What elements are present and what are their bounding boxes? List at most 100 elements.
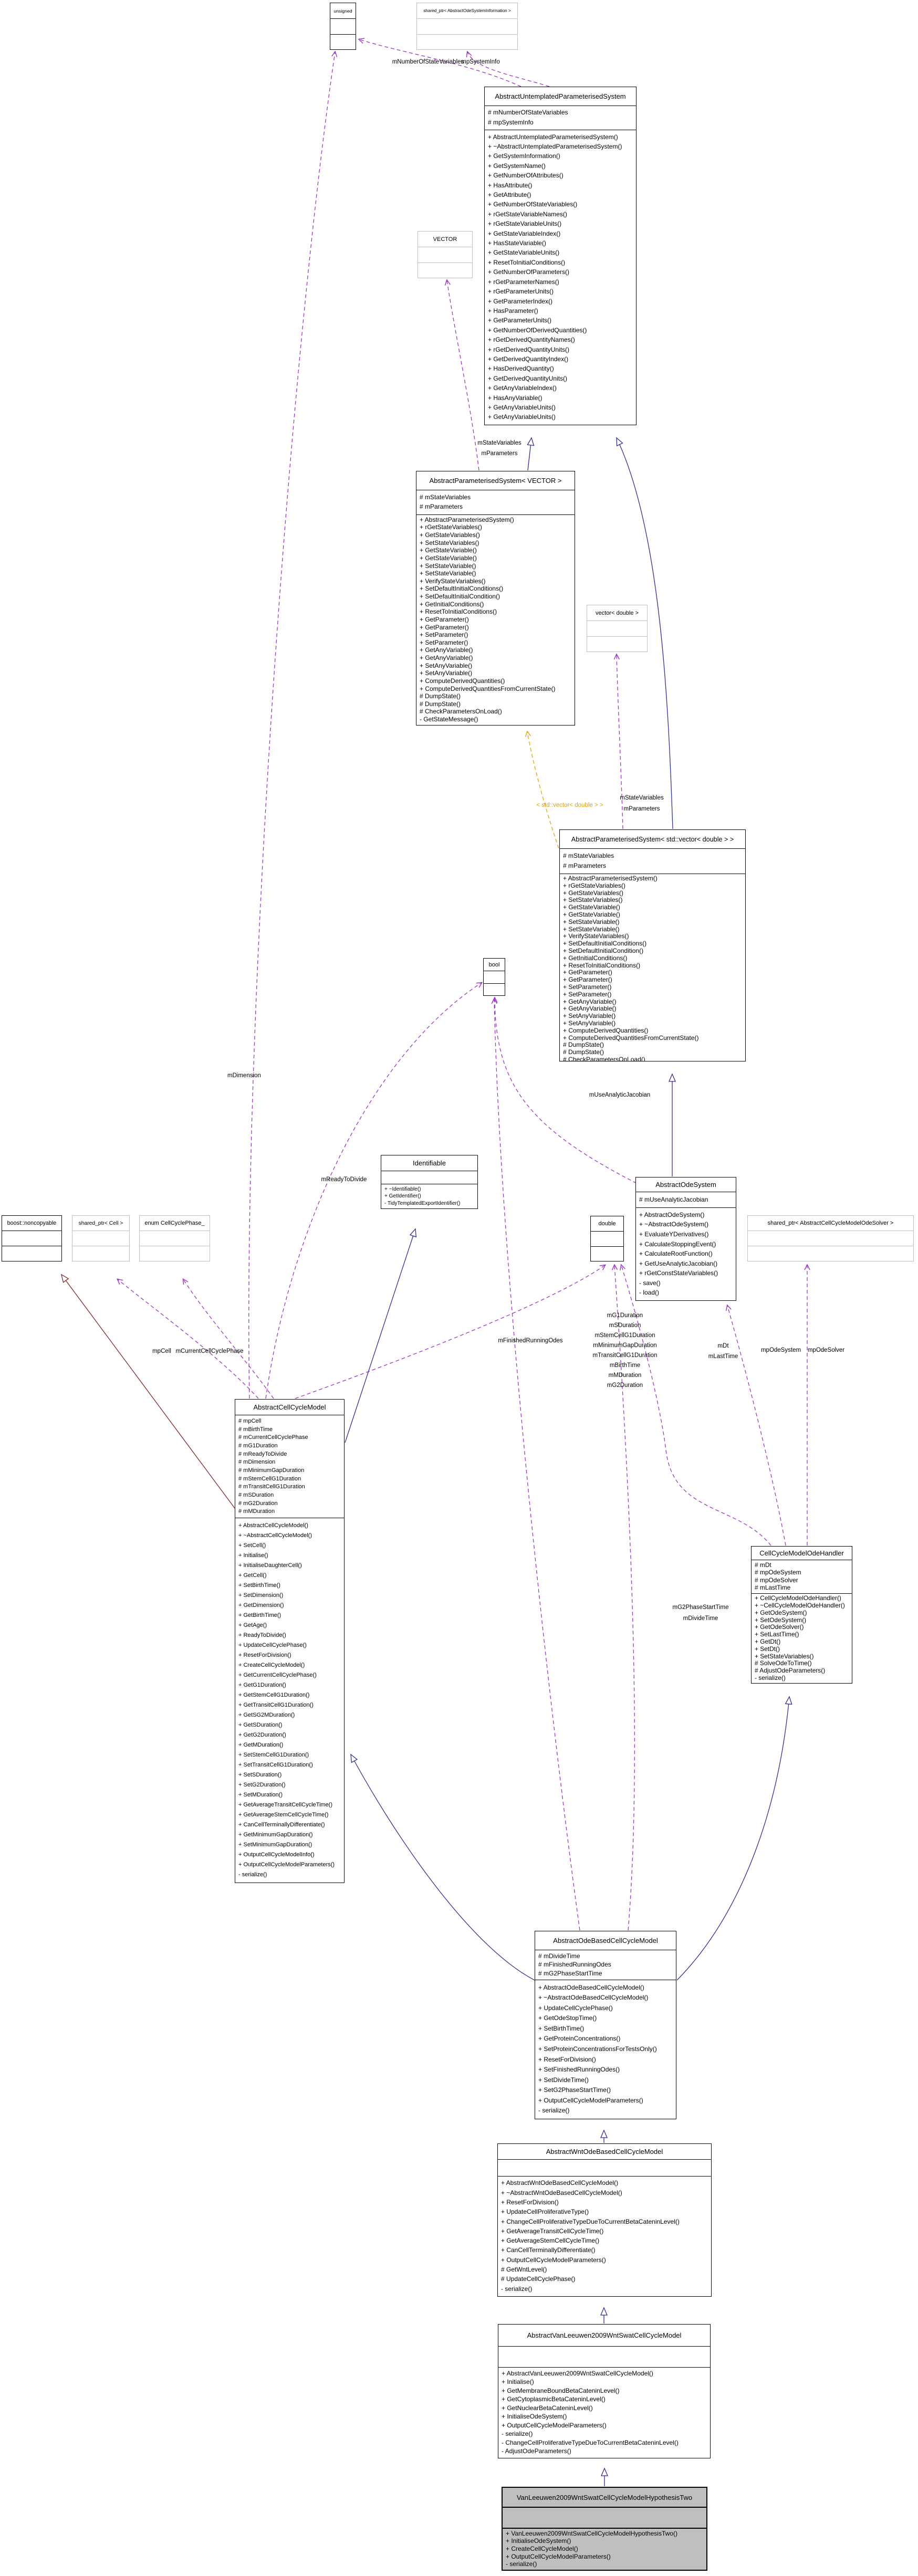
- method-row: + HasAnyVariable(): [488, 394, 543, 402]
- method-row: + GetNumberOfAttributes(): [488, 172, 564, 180]
- attribute-row: # mpOdeSolver: [755, 1576, 798, 1584]
- method-row: + GetStateVariable(): [563, 910, 620, 918]
- method-row: + OutputCellCycleModelParameters(): [502, 2421, 607, 2429]
- class-attributes: [503, 2508, 706, 2529]
- attribute-row: # mCurrentCellCyclePhase: [238, 1434, 308, 1441]
- edge-label: mpOdeSystem: [760, 1347, 801, 1353]
- method-row: + OutputCellCycleModelInfo(): [238, 1851, 315, 1858]
- class-box-ccmoh[interactable]: CellCycleModelOdeHandler# mDt# mpOdeSyst…: [751, 1546, 852, 1684]
- method-row: + GetCytoplasmicBetaCateninLevel(): [502, 2395, 606, 2403]
- method-row: + GetOdeStopTime(): [538, 2014, 597, 2022]
- attribute-row: # mStateVariables: [420, 493, 471, 501]
- method-row: + rGetStateVariableUnits(): [488, 220, 562, 228]
- attribute-row: # mpCell: [238, 1418, 262, 1425]
- method-row: + SetDefaultInitialConditions(): [420, 585, 504, 593]
- edge-label: mNumberOfStateVariables: [392, 59, 464, 65]
- class-box-aps-svd[interactable]: AbstractParameterisedSystem< std::vector…: [559, 829, 746, 1061]
- empty-compartment: [140, 1246, 210, 1261]
- method-row: + rGetDerivedQuantityUnits(): [488, 345, 570, 353]
- edge-aobccm-uses-bool: [491, 997, 580, 1931]
- method-row: - serialize(): [501, 2285, 533, 2293]
- method-row: - GetStateMessage(): [420, 716, 478, 723]
- edge-aobccm-uses-double: [611, 1264, 635, 1931]
- method-row: + GetSystemInformation(): [488, 152, 560, 160]
- empty-compartment: [748, 1246, 913, 1261]
- method-row: # UpdateCellCyclePhase(): [501, 2275, 576, 2283]
- attribute-row: [502, 2353, 707, 2361]
- class-title: unsigned: [330, 3, 356, 19]
- edge-aups-uses-sp-aosi: [466, 50, 550, 87]
- edge-label: mMinimumGapDuration: [593, 1342, 657, 1349]
- class-box-subject[interactable]: VanLeeuwen2009WntSwatCellCycleModelHypot…: [502, 2487, 707, 2571]
- class-box-aups[interactable]: AbstractUntemplatedParameterisedSystem# …: [484, 87, 637, 425]
- class-box-bool: bool: [483, 958, 505, 996]
- method-row: + GetParameter(): [420, 623, 469, 631]
- edge-label: mStemCellG1Duration: [594, 1332, 655, 1339]
- attribute-row: [384, 1174, 474, 1181]
- edge-label: mLastTime: [708, 1353, 738, 1360]
- edge-apssvd-template-apsvector: [525, 730, 559, 849]
- empty-compartment: [2, 1231, 61, 1246]
- method-row: # DumpState(): [563, 1041, 604, 1049]
- method-row: + ResetToInitialConditions(): [420, 608, 497, 616]
- class-box-identifiable[interactable]: Identifiable + ~Identifiable()+ GetIdent…: [381, 1155, 478, 1209]
- method-row: + AbstractParameterisedSystem(): [563, 875, 658, 882]
- edge-label: mpCell: [152, 1348, 171, 1354]
- method-row: - serialize(): [506, 2560, 537, 2568]
- method-row: # AdjustOdeParameters(): [755, 1667, 826, 1675]
- method-row: + GetAnyVariable(): [420, 646, 473, 654]
- class-box-avlccm[interactable]: AbstractVanLeeuwen2009WntSwatCellCycleMo…: [498, 2324, 711, 2458]
- method-row: + Initialise(): [502, 2378, 534, 2386]
- method-row: + ResetToInitialConditions(): [488, 258, 566, 266]
- edge-aups-uses-unsigned: [358, 38, 521, 87]
- edge-label: mG1Duration: [607, 1312, 643, 1319]
- method-row: + ResetForDivision(): [538, 2055, 596, 2063]
- class-title: CellCycleModelOdeHandler: [752, 1547, 852, 1560]
- method-row: + SetStateVariable(): [420, 562, 476, 570]
- method-row: + ComputeDerivedQuantities(): [420, 677, 505, 685]
- class-methods: + AbstractWntOdeBasedCellCycleModel()+ ~…: [498, 2177, 711, 2296]
- edge-label: mpSystemInfo: [461, 59, 500, 65]
- attribute-row: # mpSystemInfo: [488, 118, 534, 126]
- method-row: + GetStateVariableUnits(): [488, 249, 560, 257]
- method-row: + SetProteinConcentrationsForTestsOnly(): [538, 2045, 657, 2053]
- edge-label: mStateVariables: [477, 440, 521, 446]
- class-box-accm[interactable]: AbstractCellCycleModel# mpCell# mBirthTi…: [235, 1399, 345, 1883]
- method-row: + rGetStateVariableNames(): [488, 210, 567, 218]
- empty-compartment: [2, 1246, 61, 1261]
- method-row: + GetNuclearBetaCateninLevel(): [502, 2404, 593, 2412]
- method-row: + ResetForDivision(): [238, 1652, 291, 1659]
- edge-accm-uses-double: [295, 1264, 607, 1399]
- method-row: - serialize(): [538, 2107, 570, 2115]
- method-row: - load(): [639, 1289, 660, 1297]
- method-row: + GetAnyVariable(): [563, 997, 617, 1005]
- method-row: + GetUseAnalyticJacobian(): [639, 1259, 718, 1267]
- attribute-row: # mSDuration: [238, 1491, 274, 1498]
- attribute-row: # mMinimumGapDuration: [238, 1467, 305, 1474]
- class-methods: + AbstractUntemplatedParameterisedSystem…: [485, 130, 636, 425]
- edge-apssvd-inherits-aups: [616, 437, 673, 829]
- method-row: + SetStateVariable(): [563, 925, 620, 933]
- edge-label: mMDuration: [608, 1372, 642, 1379]
- class-box-aobccm[interactable]: AbstractOdeBasedCellCycleModel# mDivideT…: [535, 1931, 676, 2119]
- method-row: - serialize(): [755, 1674, 786, 1682]
- class-methods: + AbstractOdeSystem()+ ~AbstractOdeSyste…: [636, 1208, 736, 1300]
- method-row: + SetAnyVariable(): [563, 1019, 616, 1027]
- method-row: + SetDivideTime(): [538, 2076, 589, 2084]
- method-row: + AbstractUntemplatedParameterisedSystem…: [488, 133, 618, 141]
- method-row: + GetDerivedQuantityIndex(): [488, 355, 569, 363]
- edge-aobccm-inherits-accm: [350, 1753, 535, 1981]
- method-row: + AbstractCellCycleModel(): [238, 1522, 308, 1529]
- method-row: + CellCycleModelOdeHandler(): [755, 1594, 841, 1602]
- empty-compartment: [484, 971, 505, 984]
- method-row: + GetNumberOfDerivedQuantities(): [488, 326, 587, 334]
- class-methods: + AbstractOdeBasedCellCycleModel()+ ~Abs…: [535, 1980, 676, 2119]
- class-box-awobccm[interactable]: AbstractWntOdeBasedCellCycleModel + Abst…: [497, 2143, 712, 2297]
- edge-label: mReadyToDivide: [321, 1176, 367, 1183]
- empty-compartment: [330, 19, 356, 35]
- method-row: + GetNumberOfParameters(): [488, 268, 570, 276]
- edge-label: mParameters: [623, 806, 660, 812]
- class-box-aos[interactable]: AbstractOdeSystem# mUseAnalyticJacobian+…: [635, 1177, 736, 1301]
- class-box-aps-vector[interactable]: AbstractParameterisedSystem< VECTOR ># m…: [416, 471, 575, 726]
- method-row: + GetBirthTime(): [238, 1612, 281, 1619]
